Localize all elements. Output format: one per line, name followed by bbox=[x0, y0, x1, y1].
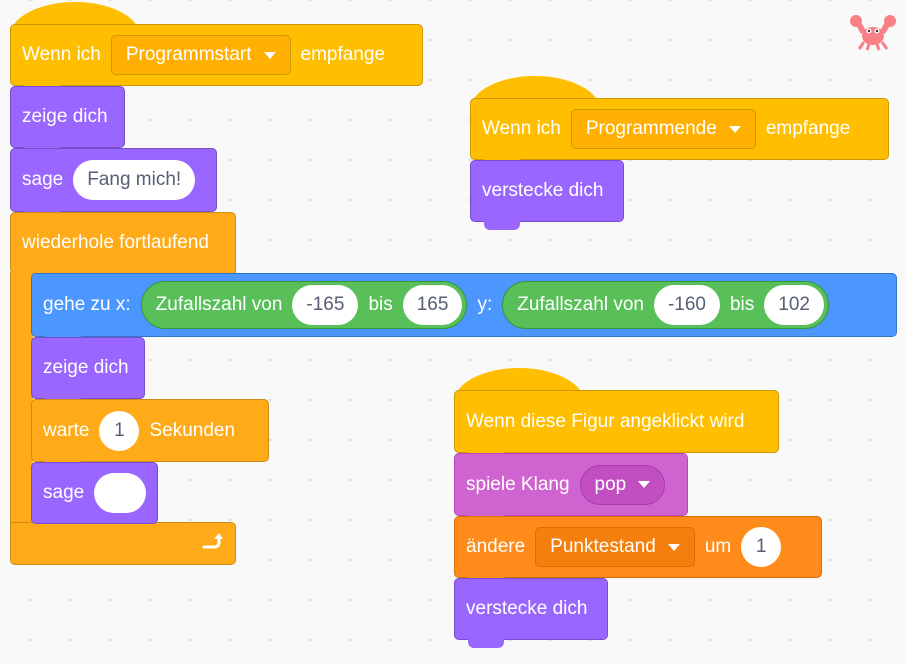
say-text-input[interactable]: Fang mich! bbox=[73, 160, 196, 200]
caret-down-icon bbox=[667, 543, 680, 551]
when-sprite-clicked-hat[interactable]: Wenn diese Figur angeklickt wird bbox=[454, 390, 779, 461]
hide-block-2[interactable]: verstecke dich bbox=[454, 578, 608, 648]
hat-label-prefix: Wenn ich bbox=[22, 44, 101, 65]
random-x-operator[interactable]: Zufallszahl von -165 bis 165 bbox=[140, 281, 468, 329]
variable-value: Punktestand bbox=[550, 536, 656, 557]
change-value-input[interactable]: 1 bbox=[741, 527, 782, 567]
crab-icon bbox=[850, 15, 896, 51]
random-y-to-input[interactable]: 102 bbox=[764, 285, 824, 325]
random-y-from-input[interactable]: -160 bbox=[653, 285, 720, 325]
goto-xy-block[interactable]: gehe zu x: Zufallszahl von -165 bis 165 … bbox=[31, 273, 897, 345]
hat2-label-prefix: Wenn ich bbox=[482, 118, 561, 139]
random-y-label: Zufallszahl von bbox=[517, 294, 644, 315]
goto-label: gehe zu x: bbox=[43, 294, 131, 315]
say-block-2[interactable]: sage bbox=[31, 462, 158, 524]
block-notch bbox=[484, 221, 520, 230]
forever-c-arm bbox=[10, 272, 33, 524]
wait-block[interactable]: warte 1 Sekunden bbox=[31, 399, 269, 470]
change-variable-block[interactable]: ändere Punktestand um 1 bbox=[454, 516, 822, 586]
hat2-label-suffix: empfange bbox=[765, 118, 851, 139]
y-label: y: bbox=[477, 294, 493, 315]
hide-block[interactable]: verstecke dich bbox=[470, 160, 624, 230]
say-block[interactable]: sage Fang mich! bbox=[10, 148, 217, 220]
forever-label: wiederhole fortlaufend bbox=[22, 232, 209, 253]
change-label: ändere bbox=[466, 536, 526, 557]
play-sound-block[interactable]: spiele Klang pop bbox=[454, 453, 688, 524]
show-block[interactable]: zeige dich bbox=[10, 86, 125, 156]
random-y-to-label: bis bbox=[729, 294, 755, 315]
random-x-label: Zufallszahl von bbox=[155, 294, 283, 315]
change-by-label: um bbox=[704, 536, 732, 557]
variable-dropdown[interactable]: Punktestand bbox=[535, 527, 695, 567]
wait-unit-label: Sekunden bbox=[149, 419, 236, 441]
wait-label: warte bbox=[43, 419, 90, 441]
caret-down-icon bbox=[638, 481, 651, 488]
random-y-operator[interactable]: Zufallszahl von -160 bis 102 bbox=[502, 281, 829, 329]
random-x-from-input[interactable]: -165 bbox=[292, 285, 359, 325]
message-value: Programmstart bbox=[125, 44, 252, 65]
random-x-to-input[interactable]: 165 bbox=[402, 285, 463, 325]
show2-label: zeige dich bbox=[43, 357, 129, 378]
hat-label-suffix: empfange bbox=[300, 44, 386, 65]
loop-arrow-icon bbox=[202, 533, 223, 549]
show-block-2[interactable]: zeige dich bbox=[31, 337, 145, 407]
message2-value: Programmende bbox=[585, 118, 717, 139]
message-dropdown[interactable]: Programmstart bbox=[110, 35, 291, 75]
random-x-to-label: bis bbox=[368, 294, 393, 315]
wait-seconds-input[interactable]: 1 bbox=[99, 410, 140, 451]
hide-label: verstecke dich bbox=[482, 180, 604, 201]
say-label: sage bbox=[22, 169, 64, 190]
forever-block[interactable]: wiederhole fortlaufend bbox=[10, 212, 236, 274]
caret-down-icon bbox=[263, 51, 276, 59]
say2-text-input[interactable] bbox=[94, 473, 146, 513]
show-label: zeige dich bbox=[22, 106, 108, 127]
block-notch bbox=[468, 639, 504, 648]
play-sound-label: spiele Klang bbox=[466, 473, 570, 495]
clicked-hat-label: Wenn diese Figur angeklickt wird bbox=[466, 410, 745, 432]
sound-dropdown[interactable]: pop bbox=[579, 464, 666, 505]
message2-dropdown[interactable]: Programmende bbox=[570, 109, 756, 149]
when-receive-start-hat[interactable]: Wenn ich Programmstart empfange bbox=[10, 24, 423, 94]
when-receive-end-hat[interactable]: Wenn ich Programmende empfange bbox=[470, 98, 889, 168]
say2-label: sage bbox=[43, 482, 85, 503]
sound-value: pop bbox=[594, 473, 627, 495]
caret-down-icon bbox=[728, 125, 741, 133]
hide2-label: verstecke dich bbox=[466, 598, 588, 619]
